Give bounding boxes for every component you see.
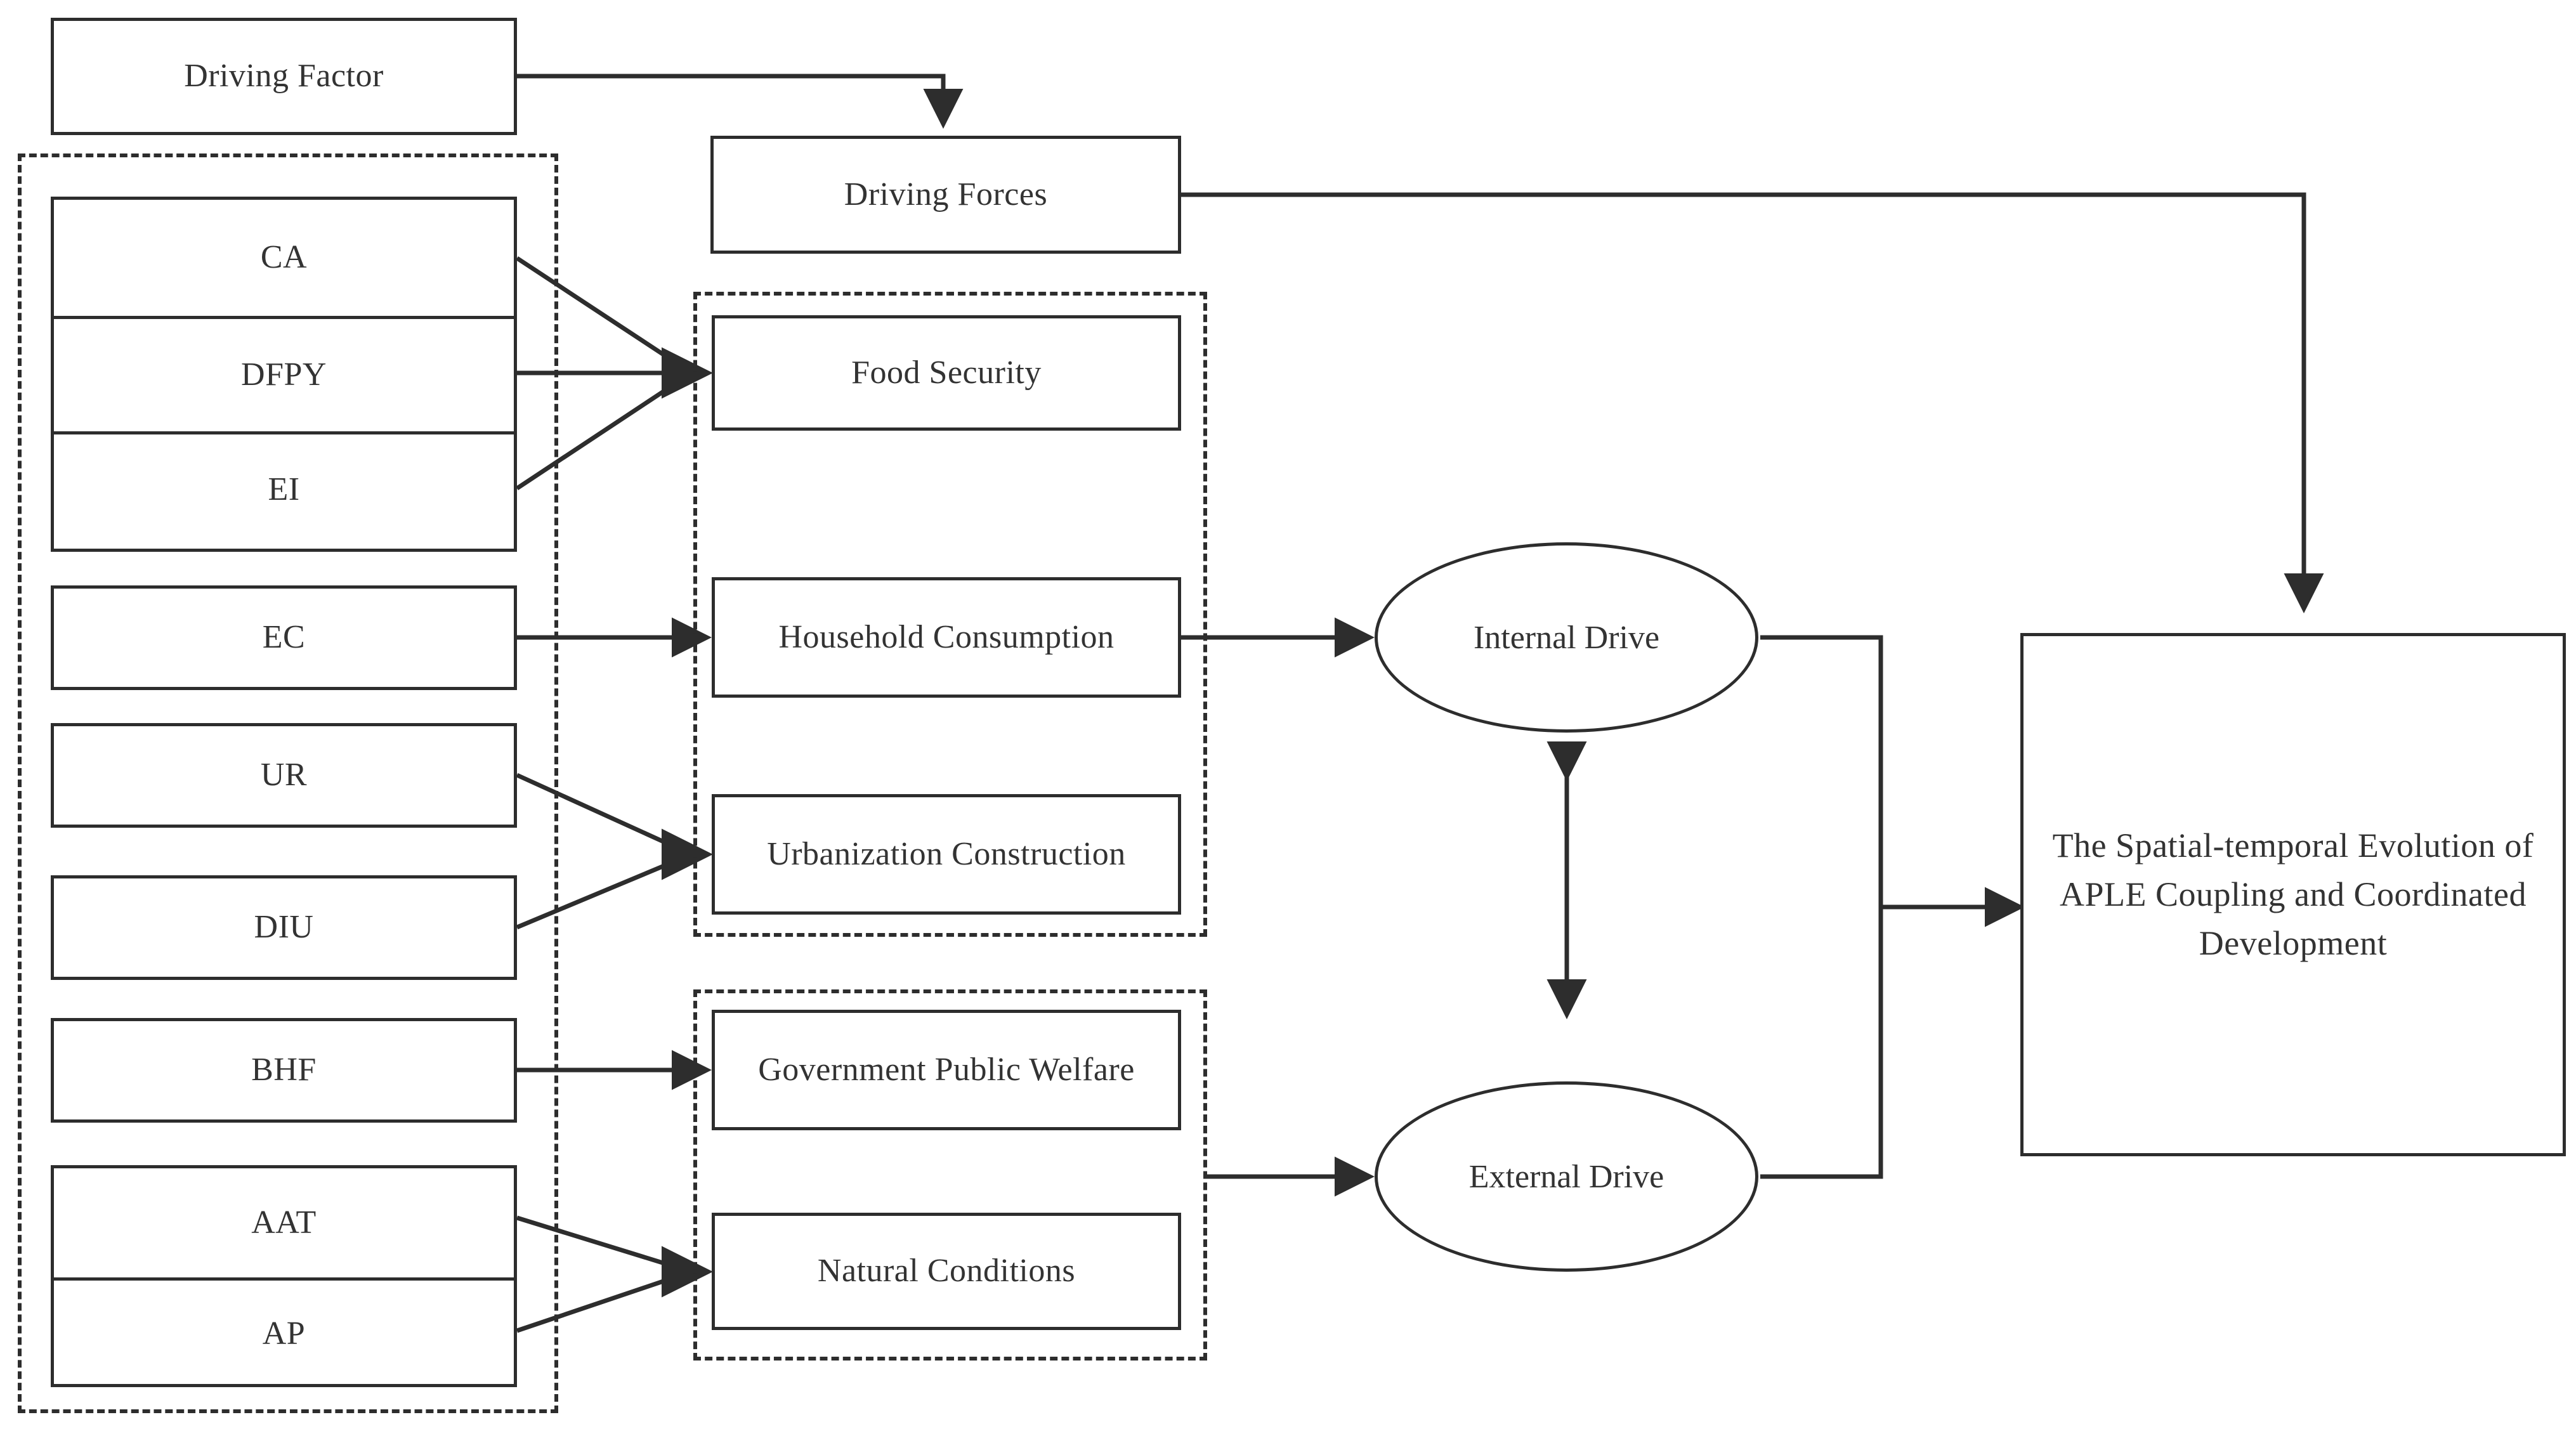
indicator-ap[interactable]: AP [54,1277,514,1387]
indicator-ei-label: EI [268,471,300,508]
indicator-ca-label: CA [260,239,308,276]
dimension-household-consumption-label: Household Consumption [778,618,1115,655]
outcome-box[interactable]: The Spatial-temporal Evolution of APLE C… [2020,633,2566,1156]
edge-diu-to-urbanization [516,852,693,930]
indicator-group-ca-dfpy-ei[interactable]: CA DFPY EI [51,197,517,552]
outcome-label: The Spatial-temporal Evolution of APLE C… [2052,826,2534,962]
dimension-government-public-welfare-label: Government Public Welfare [758,1051,1135,1088]
dimension-government-public-welfare[interactable]: Government Public Welfare [712,1010,1181,1130]
internal-drive-label: Internal Drive [1473,619,1660,656]
indicator-diu[interactable]: DIU [51,875,517,980]
dimension-food-security[interactable]: Food Security [712,315,1181,431]
indicator-diu-label: DIU [254,909,314,946]
edge-driving-forces-to-outcome [1181,192,2324,613]
dimension-urbanization-construction-label: Urbanization Construction [767,835,1126,872]
internal-drive-ellipse[interactable]: Internal Drive [1375,542,1758,733]
edge-aat-to-natural-conditions [516,1215,693,1274]
external-drive-label: External Drive [1468,1158,1664,1195]
edge-driving-factor-to-driving-forces [517,74,964,129]
dimension-food-security-label: Food Security [851,354,1042,391]
indicator-aat-label: AAT [251,1204,317,1241]
driving-factor-box[interactable]: Driving Factor [51,18,517,135]
dimension-household-consumption[interactable]: Household Consumption [712,577,1181,698]
indicator-ur-label: UR [260,757,308,793]
indicator-ec[interactable]: EC [51,585,517,690]
dimension-urbanization-construction[interactable]: Urbanization Construction [712,794,1181,915]
indicator-ca[interactable]: CA [54,200,514,316]
edge-ca-to-food-security [516,256,693,375]
edge-ur-to-urbanization [516,773,693,857]
indicator-bhf[interactable]: BHF [51,1018,517,1123]
indicator-ur[interactable]: UR [51,723,517,828]
driving-forces-box[interactable]: Driving Forces [710,136,1181,254]
edge-ap-to-natural-conditions [516,1269,693,1333]
indicator-ei[interactable]: EI [54,431,514,545]
indicator-ap-label: AP [262,1315,306,1352]
indicator-dfpy[interactable]: DFPY [54,316,514,431]
indicator-ec-label: EC [262,619,306,656]
driving-forces-label: Driving Forces [844,176,1048,212]
indicator-aat[interactable]: AAT [54,1168,514,1277]
driving-factor-label: Driving Factor [184,58,384,95]
edge-drives-merge-bus [1760,635,1883,1179]
indicator-dfpy-label: DFPY [241,356,327,393]
dimension-natural-conditions[interactable]: Natural Conditions [712,1213,1181,1330]
edge-ei-to-food-security [516,371,693,490]
indicator-bhf-label: BHF [251,1052,317,1088]
dimension-natural-conditions-label: Natural Conditions [817,1253,1076,1289]
external-drive-ellipse[interactable]: External Drive [1375,1081,1758,1272]
indicator-group-aat-ap[interactable]: AAT AP [51,1165,517,1387]
